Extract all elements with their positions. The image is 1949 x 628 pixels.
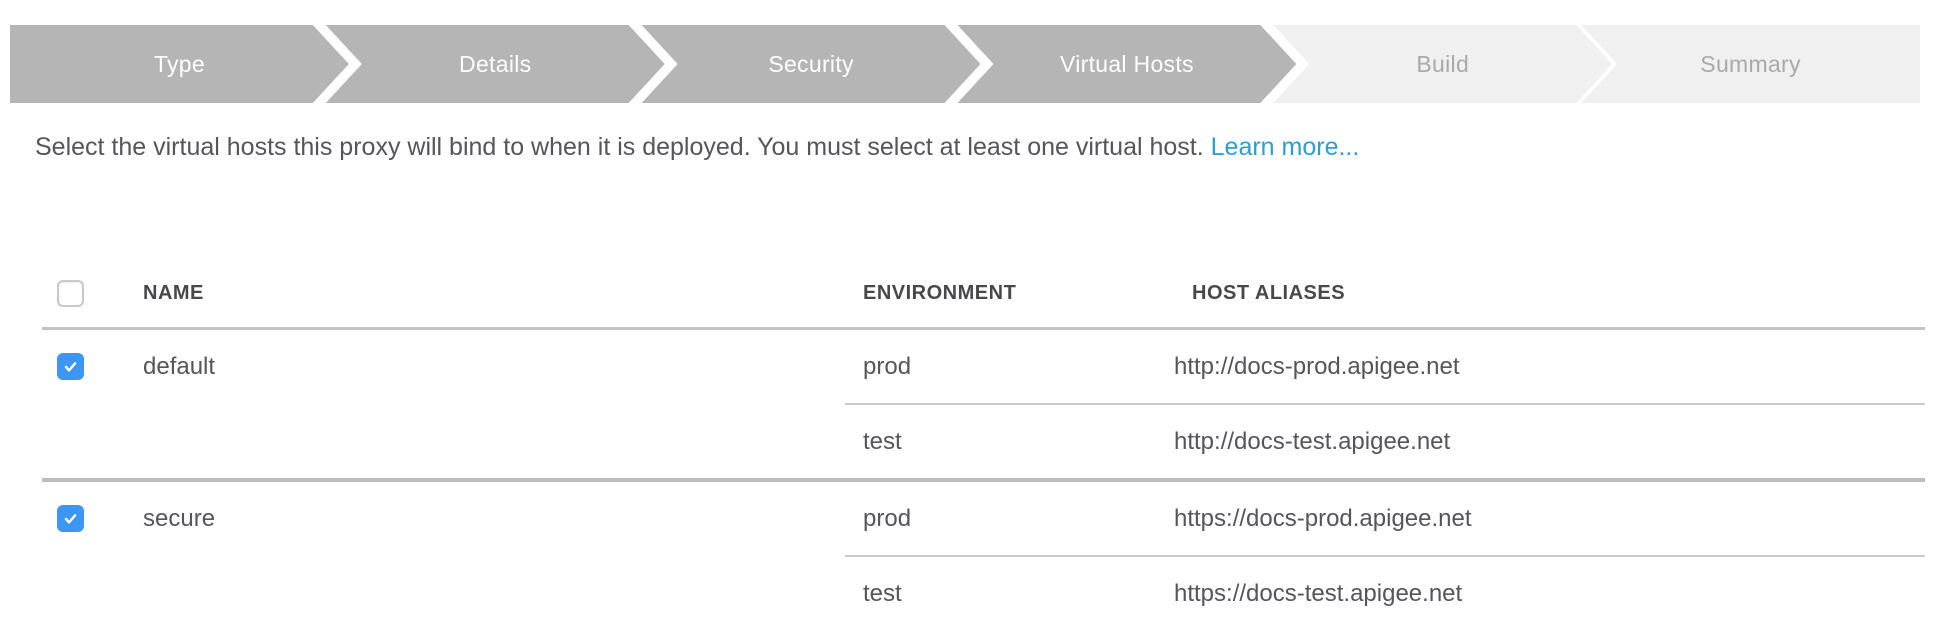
step-type[interactable]: Type (10, 25, 349, 103)
environment-row: test https://docs-test.apigee.net (845, 557, 1925, 628)
step-security[interactable]: Security (642, 25, 981, 103)
row-checkbox[interactable] (57, 505, 84, 532)
step-summary[interactable]: Summary (1581, 25, 1920, 103)
host-alias: https://docs-prod.apigee.net (1174, 504, 1472, 532)
table-row: default prod http://docs-prod.apigee.net te… (42, 330, 1925, 482)
select-all-checkbox[interactable] (57, 280, 84, 307)
step-label: Details (459, 50, 532, 77)
learn-more-link[interactable]: Learn more... (1210, 133, 1360, 161)
page-description: Select the virtual hosts this proxy will… (35, 129, 1919, 167)
virtual-hosts-table: NAME ENVIRONMENT HOST ALIASES default pro… (42, 260, 1925, 628)
step-label: Virtual Hosts (1059, 50, 1194, 77)
environment-row: prod http://docs-prod.apigee.net (845, 330, 1925, 405)
step-virtual-hosts[interactable]: Virtual Hosts (957, 25, 1296, 103)
column-header-host-aliases: HOST ALIASES (1192, 282, 1346, 304)
environment-name: prod (863, 504, 912, 532)
table-header-row: NAME ENVIRONMENT HOST ALIASES (42, 260, 1925, 330)
column-header-name: NAME (143, 282, 204, 304)
environment-name: prod (863, 352, 912, 380)
host-alias: http://docs-test.apigee.net (1174, 427, 1451, 455)
step-label: Build (1416, 50, 1470, 77)
wizard-stepper: Type Details Security Virtual Hosts Build Sum… (10, 25, 1920, 103)
environment-subrows: prod http://docs-prod.apigee.net test http:… (845, 330, 1925, 478)
step-label: Type (153, 50, 205, 77)
step-details[interactable]: Details (326, 25, 665, 103)
environment-row: prod https://docs-prod.apigee.net (845, 482, 1925, 557)
table-row: secure prod https://docs-prod.apigee.net te… (42, 482, 1925, 628)
step-label: Summary (1700, 50, 1801, 77)
step-label: Security (768, 50, 854, 77)
description-text: Select the virtual hosts this proxy will… (35, 133, 1204, 161)
host-alias: https://docs-test.apigee.net (1174, 579, 1463, 607)
table-body: default prod http://docs-prod.apigee.net te… (42, 330, 1925, 628)
step-build[interactable]: Build (1273, 25, 1612, 103)
host-alias: http://docs-prod.apigee.net (1174, 352, 1460, 380)
environment-name: test (863, 427, 902, 455)
environment-name: test (863, 579, 902, 607)
virtual-host-name: default (143, 353, 216, 380)
row-checkbox[interactable] (57, 353, 84, 380)
environment-subrows: prod https://docs-prod.apigee.net test http… (845, 482, 1925, 628)
virtual-host-name: secure (143, 505, 216, 532)
column-header-environment: ENVIRONMENT (863, 282, 1017, 304)
environment-row: test http://docs-test.apigee.net (845, 405, 1925, 478)
